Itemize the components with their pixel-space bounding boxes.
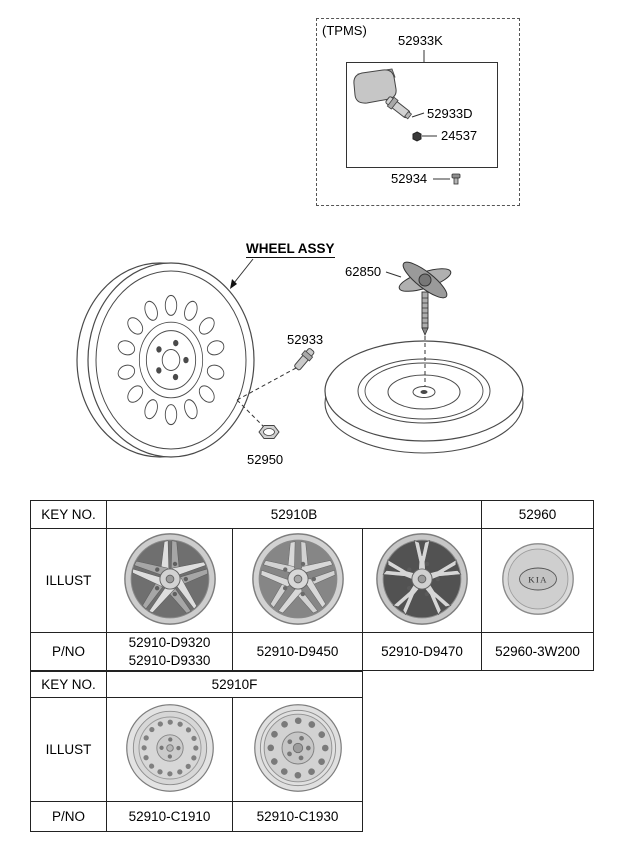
tpms-dashed-box [316,18,520,206]
key-value-52910F: 52910F [106,671,363,698]
steel-wheel-c1930-illustration [253,704,342,792]
spare-clamp-illustration [398,261,452,386]
key-no-header-cell: KEY NO. [30,500,107,529]
pno-cell-52960: 52960-3W200 [481,632,594,671]
pno-cell-d9450: 52910-D9450 [232,632,363,671]
illust-cell-d9450 [232,528,363,633]
illust-cell-d9470 [362,528,482,633]
table-row: P/NO 52910-D9320 52910-D9330 52910-D9450… [30,632,594,671]
alloy-wheel-d9320-illustration [123,533,216,625]
wheel-side-illustration [76,262,255,458]
part-label-52933D: 52933D [427,106,473,121]
illust-cell-c1910 [106,697,233,802]
wheel-assy-label: WHEEL ASSY [246,241,335,258]
table-row: ILLUST [30,528,594,633]
key-no-header-cell: KEY NO. [30,671,107,698]
illust-cell-c1930 [232,697,363,802]
pno-line-2: 52910-D9330 [128,652,211,668]
wheel-lug-holes [153,339,189,381]
wheel-assy-arrow [230,258,254,289]
pno-cell-d9320: 52910-D9320 52910-D9330 [106,632,233,671]
illust-cell-d9320 [106,528,233,633]
table-row: ILLUST [30,697,363,802]
spare-tire-illustration [324,340,524,454]
lug-nut-illustration [258,425,280,439]
dashed-leader-lines [236,367,297,428]
parts-table-upper: KEY NO. 52910B 52960 ILLUST [30,500,594,671]
key-value-52960: 52960 [481,500,594,529]
pno-header-cell: P/NO [30,801,107,832]
kia-logo-text: KIA [528,575,548,585]
part-label-52934: 52934 [391,171,428,186]
part-label-52950: 52950 [247,452,284,467]
table-row: KEY NO. 52910B 52960 [30,500,594,529]
illust-header-cell: ILLUST [30,528,107,633]
tpms-box-label: (TPMS) [322,23,367,38]
illust-cell-52960: KIA [481,528,594,633]
steel-wheel-c1910-illustration [125,704,214,792]
pno-cell-c1930: 52910-C1930 [232,801,363,832]
table-row: P/NO 52910-C1910 52910-C1930 [30,801,363,832]
parts-table-lower: KEY NO. 52910F ILLUST [30,671,363,832]
pno-header-cell: P/NO [30,632,107,671]
table-row: KEY NO. 52910F [30,671,363,698]
pno-cell-c1910: 52910-C1910 [106,801,233,832]
key-value-52910B: 52910B [106,500,482,529]
pno-line-1: 52910-D9320 [128,634,211,650]
wheel-vent-holes [116,294,226,426]
tpms-inner-box [346,62,498,168]
part-label-24537: 24537 [441,128,478,143]
illust-header-cell: ILLUST [30,697,107,802]
pno-cell-d9470: 52910-D9470 [362,632,482,671]
alloy-wheel-d9470-illustration [376,533,468,625]
alloy-wheel-d9450-illustration [251,533,344,625]
part-label-52933K: 52933K [398,33,443,48]
valve-stem-52933-illustration [294,348,315,371]
kia-center-cap-illustration: KIA [501,543,574,615]
part-label-52933: 52933 [287,332,324,347]
part-label-62850: 62850 [345,264,382,279]
